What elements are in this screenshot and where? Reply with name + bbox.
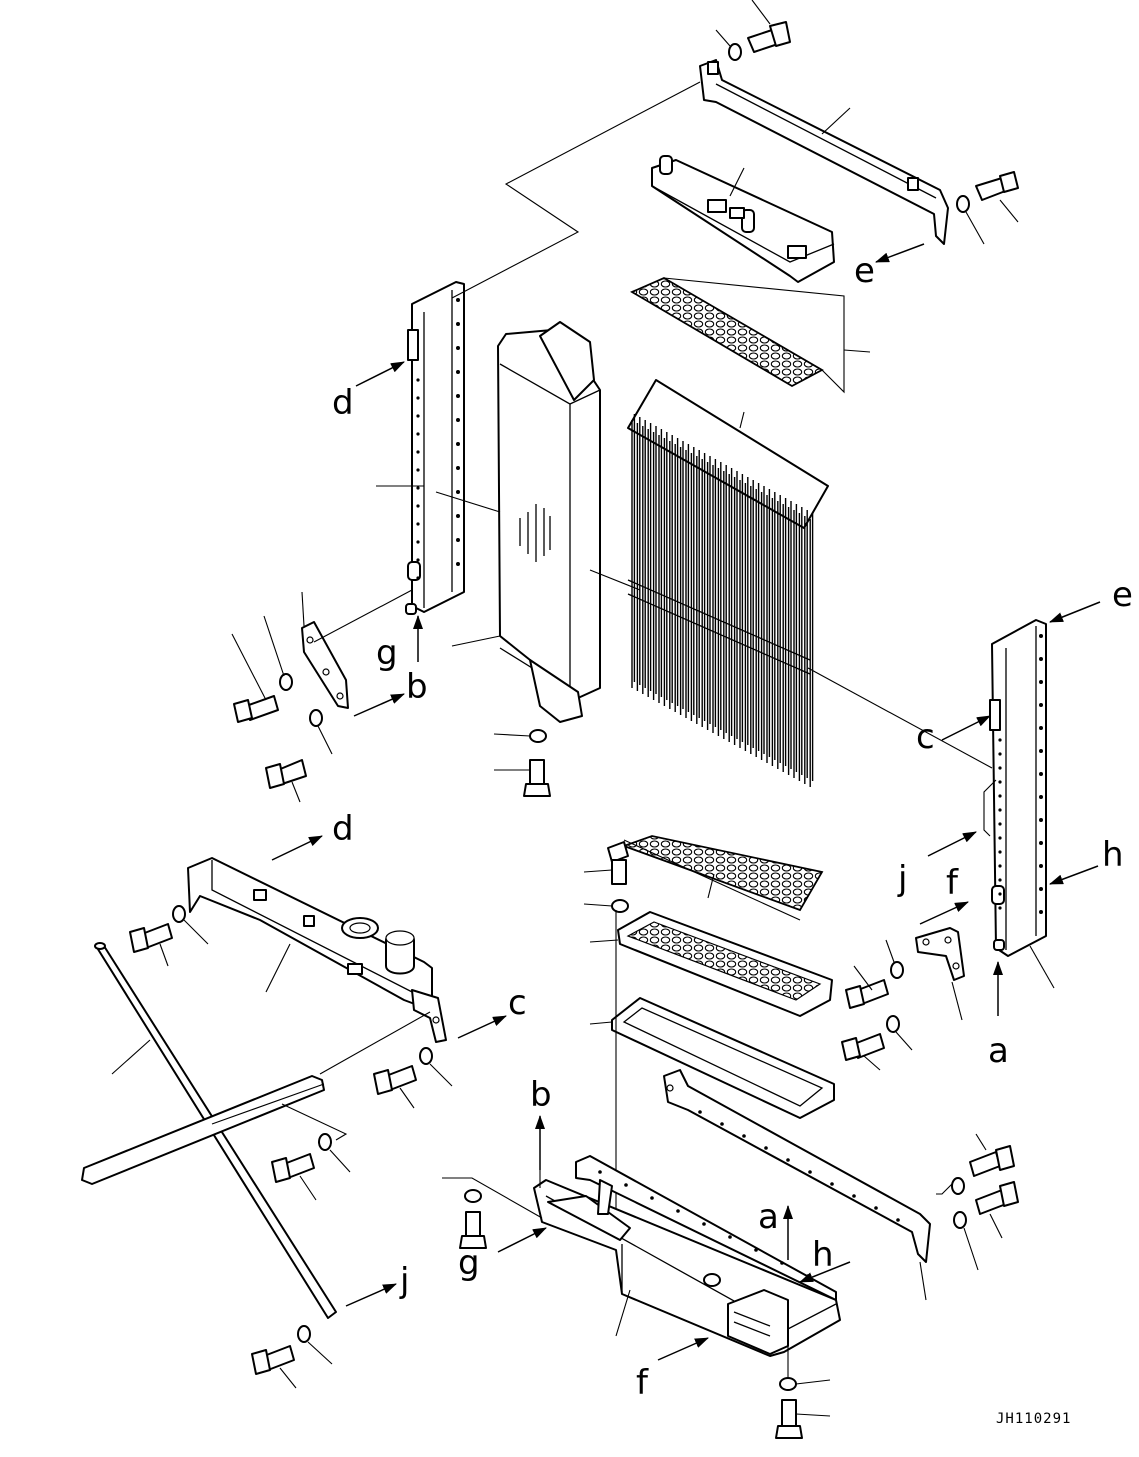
tie-rod-bolts	[251, 1133, 351, 1389]
radiator-core-unit	[435, 321, 601, 723]
callout-b-base-frame: b	[530, 1075, 552, 1115]
base-frame-bottom-bolt	[775, 1340, 831, 1439]
top-bolt	[747, 0, 791, 53]
callout-g-base-frame: g	[458, 1243, 480, 1283]
callout-e-right-post: e	[1112, 575, 1133, 615]
callout-c-left-beam: c	[508, 983, 527, 1023]
bottom-right-bolts	[936, 1133, 1019, 1271]
callout-b-left-post: b	[406, 667, 428, 707]
bottom-side-rail	[663, 1069, 931, 1301]
left-beam-bolts	[129, 905, 453, 1109]
callout-g-left-bracket: g	[376, 633, 398, 673]
left-bracket	[301, 591, 349, 709]
callout-e-top-bar: e	[854, 251, 875, 291]
core-bottom-bolt	[493, 729, 551, 797]
top-mesh-plate	[630, 276, 871, 394]
right-bracket-bolts	[841, 939, 913, 1071]
top-right-bolt	[956, 171, 1019, 245]
callout-labels: d g b e e c h j f a d c b g a h f j	[332, 251, 1133, 1403]
callout-c-right-post: c	[916, 717, 935, 757]
callout-arrows	[271, 243, 1101, 1361]
bottom-tank-plate	[589, 911, 833, 1017]
assembly-reference-lines	[313, 81, 997, 1188]
left-bracket-bolts	[231, 615, 333, 803]
callout-d-left-post: d	[332, 383, 354, 423]
bottom-plate-bolt	[583, 841, 629, 1210]
top-cross-bar	[699, 59, 949, 245]
drawing-code: JH110291	[996, 1411, 1071, 1427]
right-side-post	[989, 619, 1055, 989]
callout-j-right-post: j	[897, 859, 907, 899]
left-side-post	[376, 281, 465, 615]
callout-a-right-post: a	[988, 1031, 1009, 1071]
callout-d-left-beam: d	[332, 809, 354, 849]
left-support-beam	[187, 857, 447, 1043]
top-washer	[715, 29, 742, 61]
callout-f-base-frame: f	[636, 1363, 649, 1403]
top-tank-plate	[651, 155, 835, 283]
bottom-mesh-plate	[621, 835, 824, 921]
callout-a-base-frame: a	[758, 1197, 779, 1237]
callout-h-right-post: h	[1102, 835, 1124, 875]
base-frame-bolt	[442, 1177, 543, 1249]
radiator-base-frame	[533, 1155, 841, 1357]
callout-h-base-frame: h	[812, 1235, 834, 1275]
radiator-tube-core	[627, 379, 829, 787]
callout-j-tie-rod: j	[399, 1261, 409, 1301]
callout-f-right-bracket: f	[946, 863, 959, 903]
bottom-gasket	[589, 997, 835, 1119]
tie-rod-assembly	[81, 942, 348, 1319]
right-bracket	[915, 927, 965, 1021]
